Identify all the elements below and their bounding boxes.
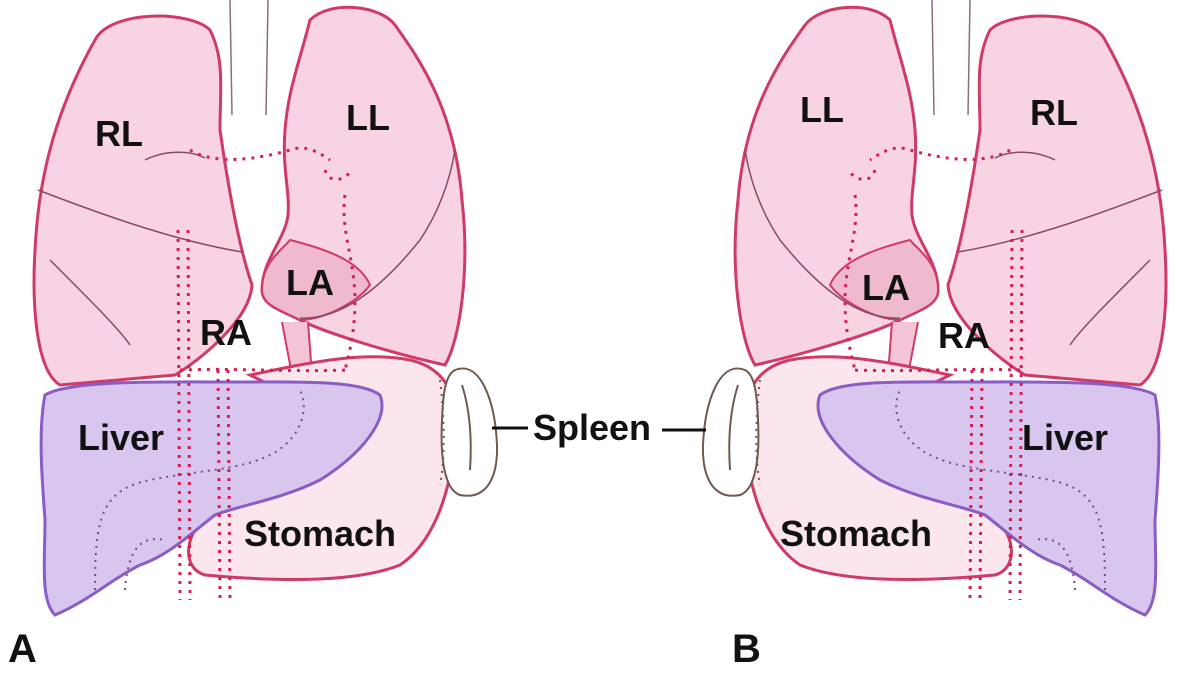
panel-b: RL LL LA RA Liver Stomach B <box>701 0 1168 671</box>
panel-b-letter: B <box>732 627 761 671</box>
panel-b-label-right-lung: RL <box>1030 92 1078 133</box>
panel-a-label-left-lung: LL <box>346 97 390 138</box>
panel-b-anatomy <box>701 0 1168 617</box>
panel-a-label-right-atrium: RA <box>200 312 252 353</box>
panel-b-label-left-atrium: LA <box>862 267 910 308</box>
panel-b-label-right-atrium: RA <box>938 315 990 356</box>
panel-a-label-liver: Liver <box>78 417 164 458</box>
panel-a: RL LL LA RA Liver Stomach A <box>8 0 499 671</box>
spleen-label: Spleen <box>533 407 651 448</box>
panel-a-label-left-atrium: LA <box>286 262 334 303</box>
panel-b-label-left-lung: LL <box>800 89 844 130</box>
panel-a-label-right-lung: RL <box>95 113 143 154</box>
panel-b-label-stomach: Stomach <box>780 513 932 554</box>
spleen-callout: Spleen <box>492 407 706 448</box>
panel-a-label-stomach: Stomach <box>244 513 396 554</box>
panel-a-letter: A <box>8 627 37 671</box>
panel-b-label-liver: Liver <box>1022 417 1108 458</box>
